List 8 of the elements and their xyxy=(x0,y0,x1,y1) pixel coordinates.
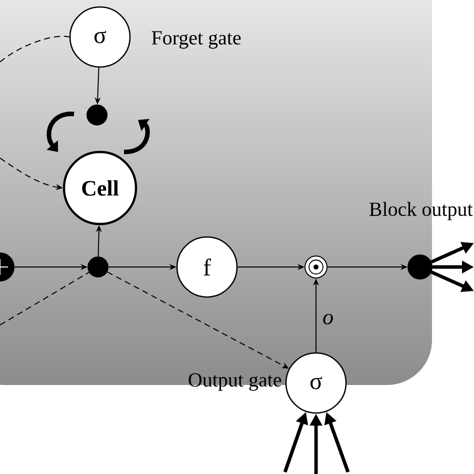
edge-label: o xyxy=(323,314,333,324)
connector-line xyxy=(0,272,90,326)
node-caption: Block output xyxy=(370,202,473,220)
junction-dot xyxy=(88,256,108,278)
multiply-circle xyxy=(304,256,328,278)
node-caption: Forget gate xyxy=(152,31,241,49)
junction-dot xyxy=(86,104,108,126)
connector-line xyxy=(0,36,70,62)
